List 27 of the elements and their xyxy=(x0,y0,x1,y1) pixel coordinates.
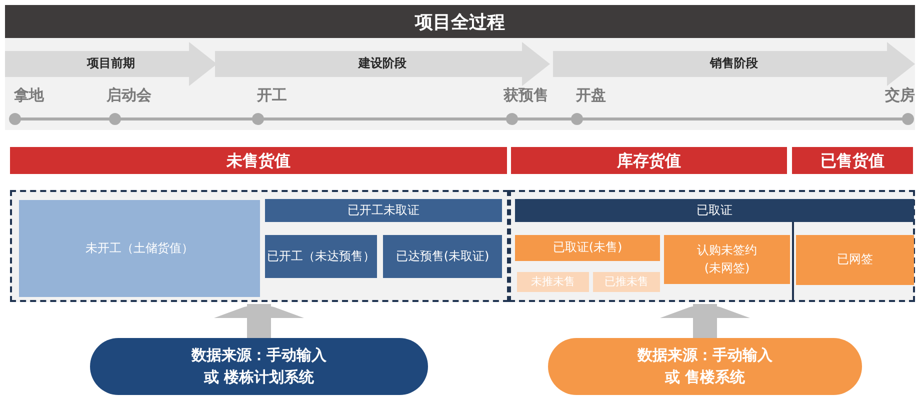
value-box: 已推未售 xyxy=(593,272,660,292)
value-box: 已开工未取证 xyxy=(265,199,502,222)
value-box: 已达预售(未取证) xyxy=(383,235,502,278)
value-box: 未推未售 xyxy=(517,272,589,292)
milestone-label: 拿地 xyxy=(14,86,44,105)
value-box: 已取证 xyxy=(515,199,914,222)
stage-banner: 建设阶段 xyxy=(215,42,550,86)
dashed-group-box xyxy=(10,190,509,302)
milestone-label: 交房 xyxy=(885,86,915,105)
title-bar: 项目全过程 xyxy=(5,5,915,38)
data-source-box: 数据来源：手动输入或 售楼系统 xyxy=(548,338,862,395)
value-box: 已开工（未达预售） xyxy=(265,235,377,278)
value-box: 已取证(未售) xyxy=(515,235,660,261)
data-source-box: 数据来源：手动输入或 楼栋计划系统 xyxy=(90,338,428,395)
category-header: 未售货值 xyxy=(10,147,507,174)
stage-banner: 项目前期 xyxy=(5,42,217,86)
value-box: 已网签 xyxy=(796,235,914,285)
stage-banner: 销售阶段 xyxy=(553,42,915,86)
category-header: 库存货值 xyxy=(511,147,787,174)
value-box: 未开工（土储货值） xyxy=(19,200,260,297)
milestone-label: 开工 xyxy=(257,86,287,105)
milestone-label: 获预售 xyxy=(504,86,548,105)
category-header: 已售货值 xyxy=(792,147,913,174)
value-box: 认购未签约(未网签) xyxy=(664,235,790,284)
milestone-label: 启动会 xyxy=(106,86,152,105)
dashed-group-box xyxy=(509,190,915,302)
milestone-label: 开盘 xyxy=(576,86,606,105)
